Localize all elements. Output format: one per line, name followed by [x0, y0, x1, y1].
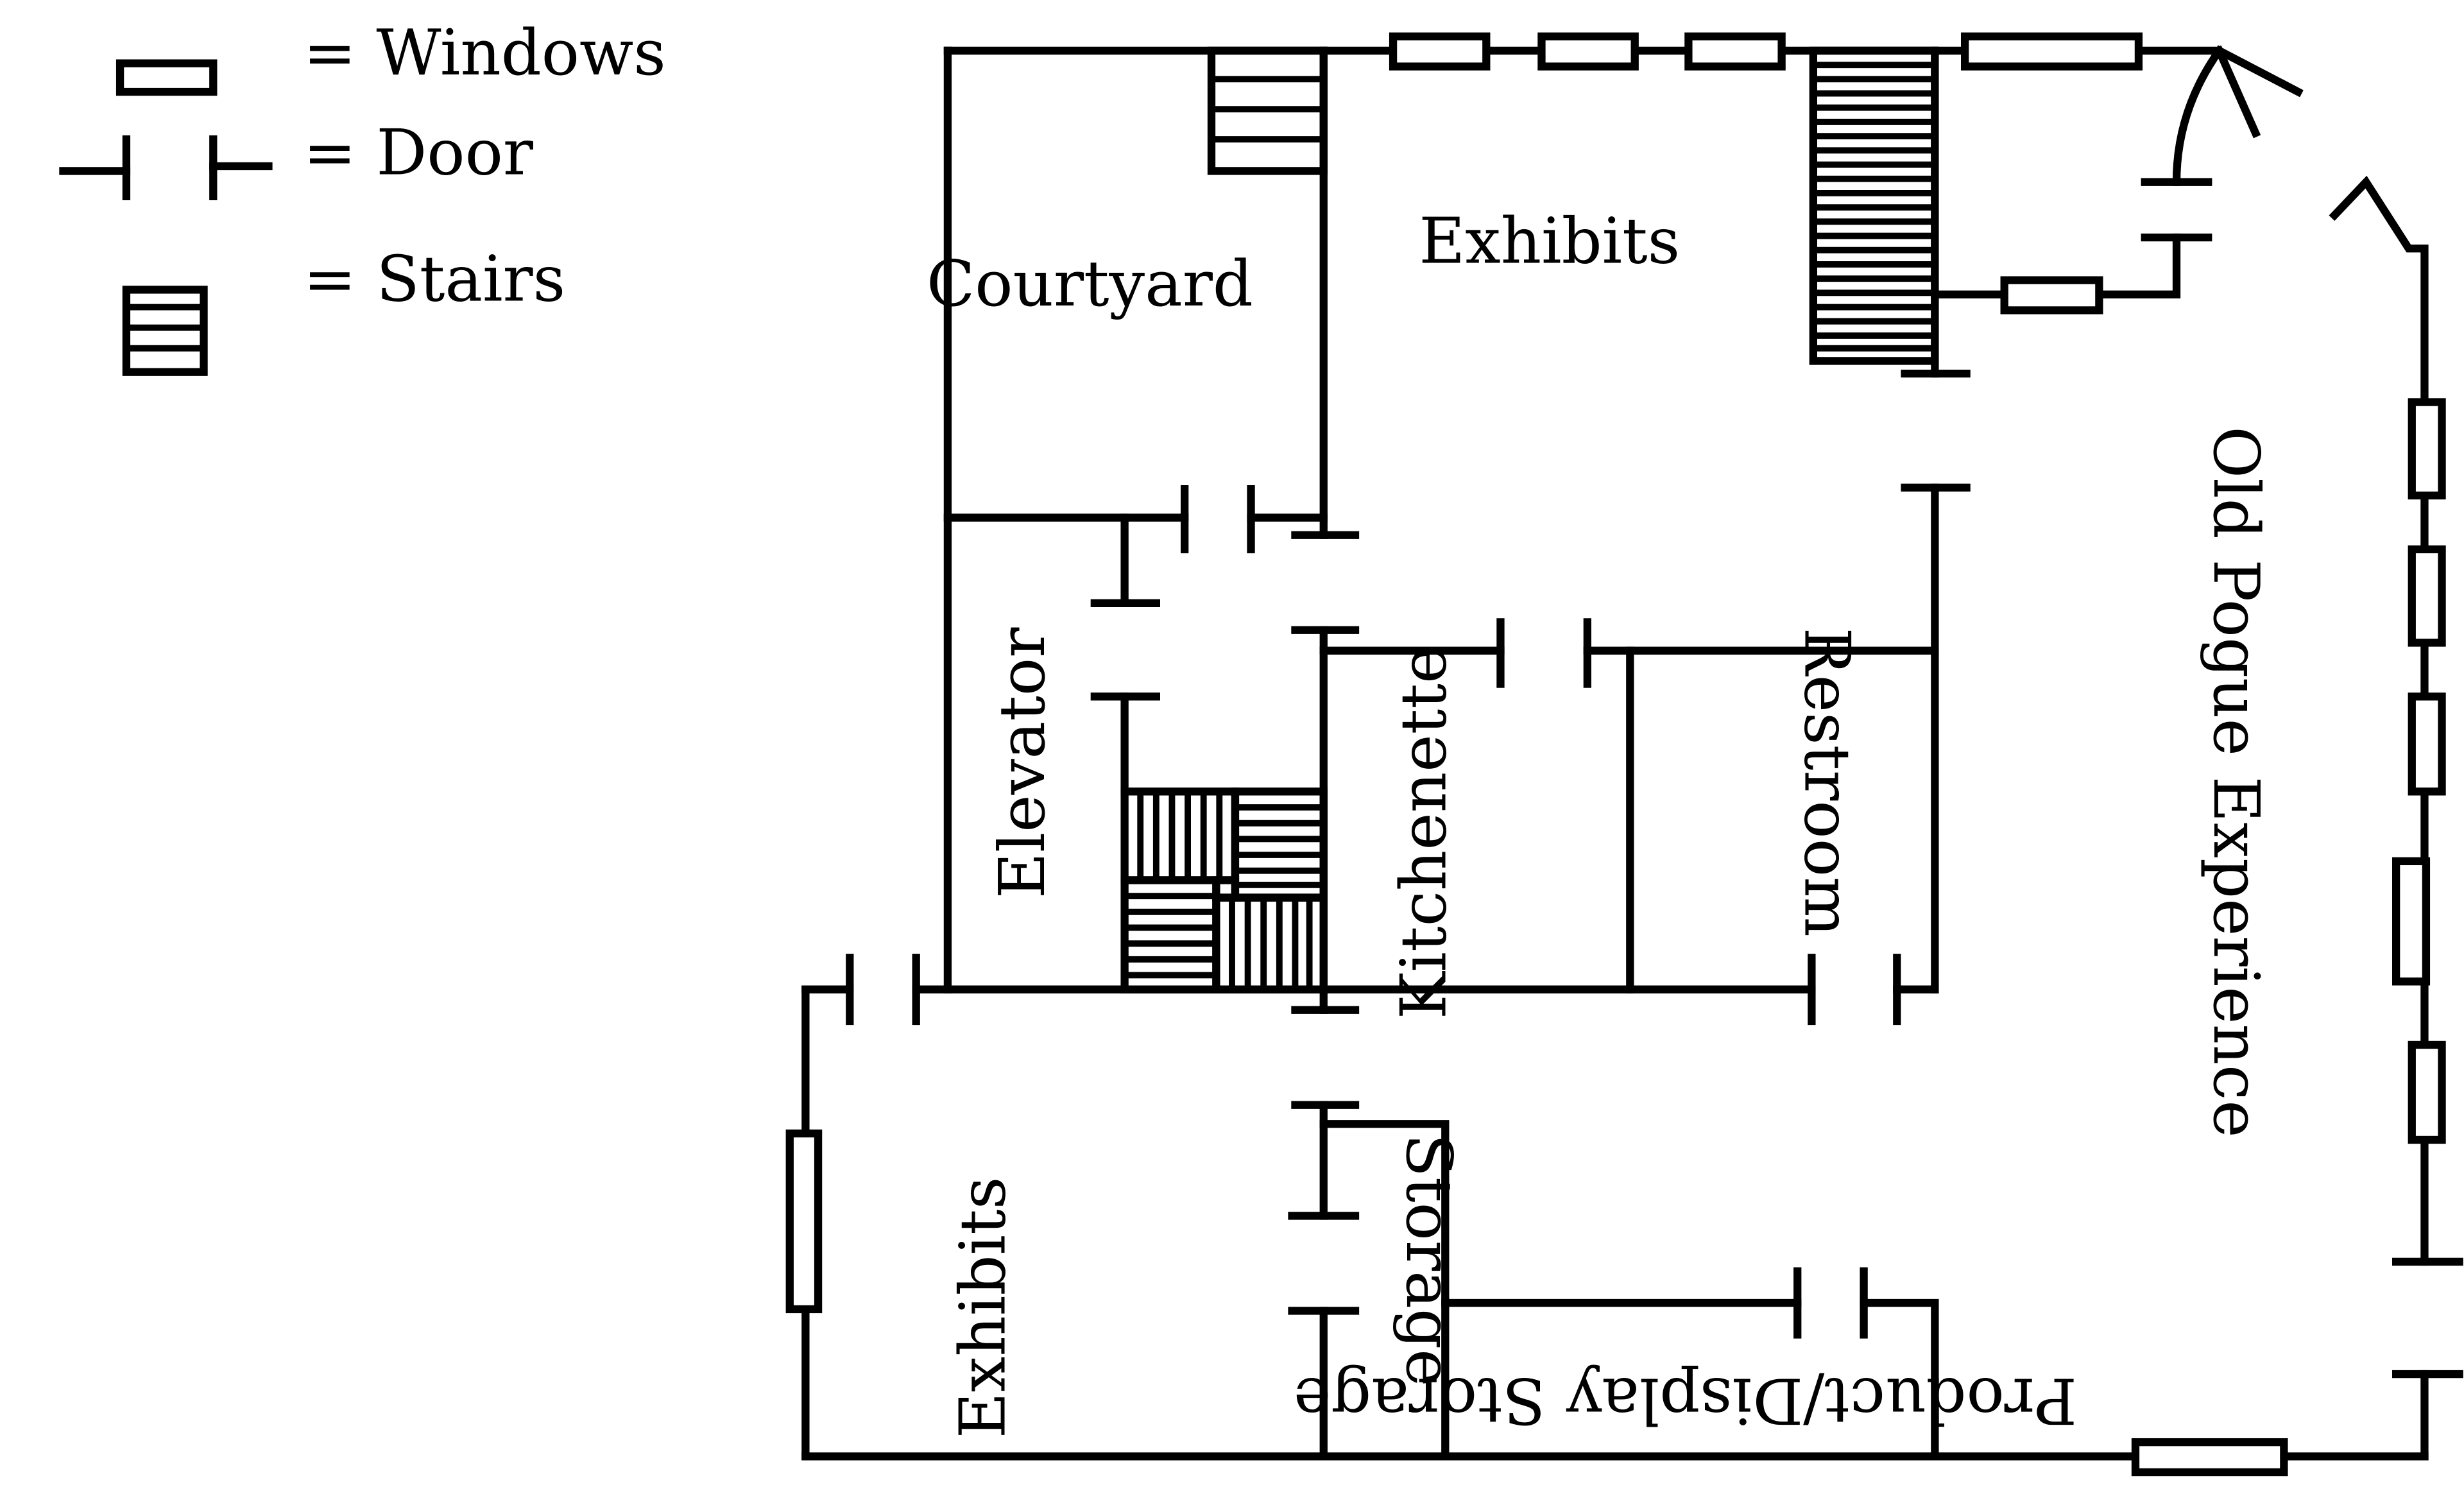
stairs-courtyard — [1207, 46, 1328, 175]
door-elevator-hall — [1090, 599, 1160, 701]
door-product-storage — [1793, 1267, 1868, 1339]
stairs-exhibits — [1809, 46, 1939, 365]
door-courtyard-east — [1291, 531, 1360, 634]
room-label-product-display-storage: Product/Display Storage — [1294, 1363, 2077, 1436]
door-swing-arc — [2172, 45, 2225, 186]
room-label-exhibits-lower: Exhibits — [947, 1177, 1020, 1439]
door-kitchenette — [1496, 618, 1591, 688]
window — [2408, 545, 2446, 647]
legend: = Windows = Door = Stairs — [59, 17, 666, 376]
window — [2000, 276, 2103, 314]
room-labels: Courtyard Exhibits Elevator Kitchenette … — [927, 205, 2272, 1438]
legend-window-symbol — [116, 59, 218, 96]
room-label-kitchenette: Kitchenette — [1387, 646, 1460, 1020]
door-storage — [1288, 1212, 1360, 1315]
door-restroom-upper — [1901, 369, 1971, 492]
room-label-restroom: Restroom — [1790, 627, 1863, 936]
legend-door-label: = Door — [304, 116, 534, 189]
door-courtyard-bottom — [1181, 485, 1255, 554]
window — [785, 1129, 823, 1314]
window — [1961, 32, 2143, 71]
door-stair-hall — [1291, 1006, 1360, 1109]
stairs-central — [1120, 787, 1328, 993]
legend-stairs-label: = Stairs — [304, 243, 566, 316]
window — [2408, 1040, 2446, 1144]
legend-door-symbol — [59, 135, 273, 201]
door-restroom-lower — [1808, 954, 1901, 1026]
legend-windows-label: = Windows — [304, 17, 666, 90]
door-lower-left — [846, 954, 920, 1026]
room-label-courtyard: Courtyard — [927, 248, 1253, 321]
window — [1537, 32, 1639, 71]
room-label-exhibits-upper: Exhibits — [1419, 205, 1680, 278]
window — [1684, 32, 1786, 71]
windows — [785, 32, 2446, 1477]
room-label-elevator: Elevator — [986, 627, 1059, 899]
window — [2392, 857, 2431, 986]
door-upper-right-inner — [2141, 178, 2212, 242]
doors — [846, 178, 2463, 1379]
window — [2408, 398, 2446, 500]
window — [2408, 692, 2446, 796]
room-label-storage: Storage — [1392, 1133, 1465, 1386]
legend-stairs-symbol — [122, 286, 208, 376]
window — [2131, 1438, 2288, 1477]
room-label-old-pogue-experience: Old Pogue Experience — [2199, 426, 2272, 1138]
window — [1389, 32, 1491, 71]
door-lower-right — [2392, 1257, 2463, 1379]
